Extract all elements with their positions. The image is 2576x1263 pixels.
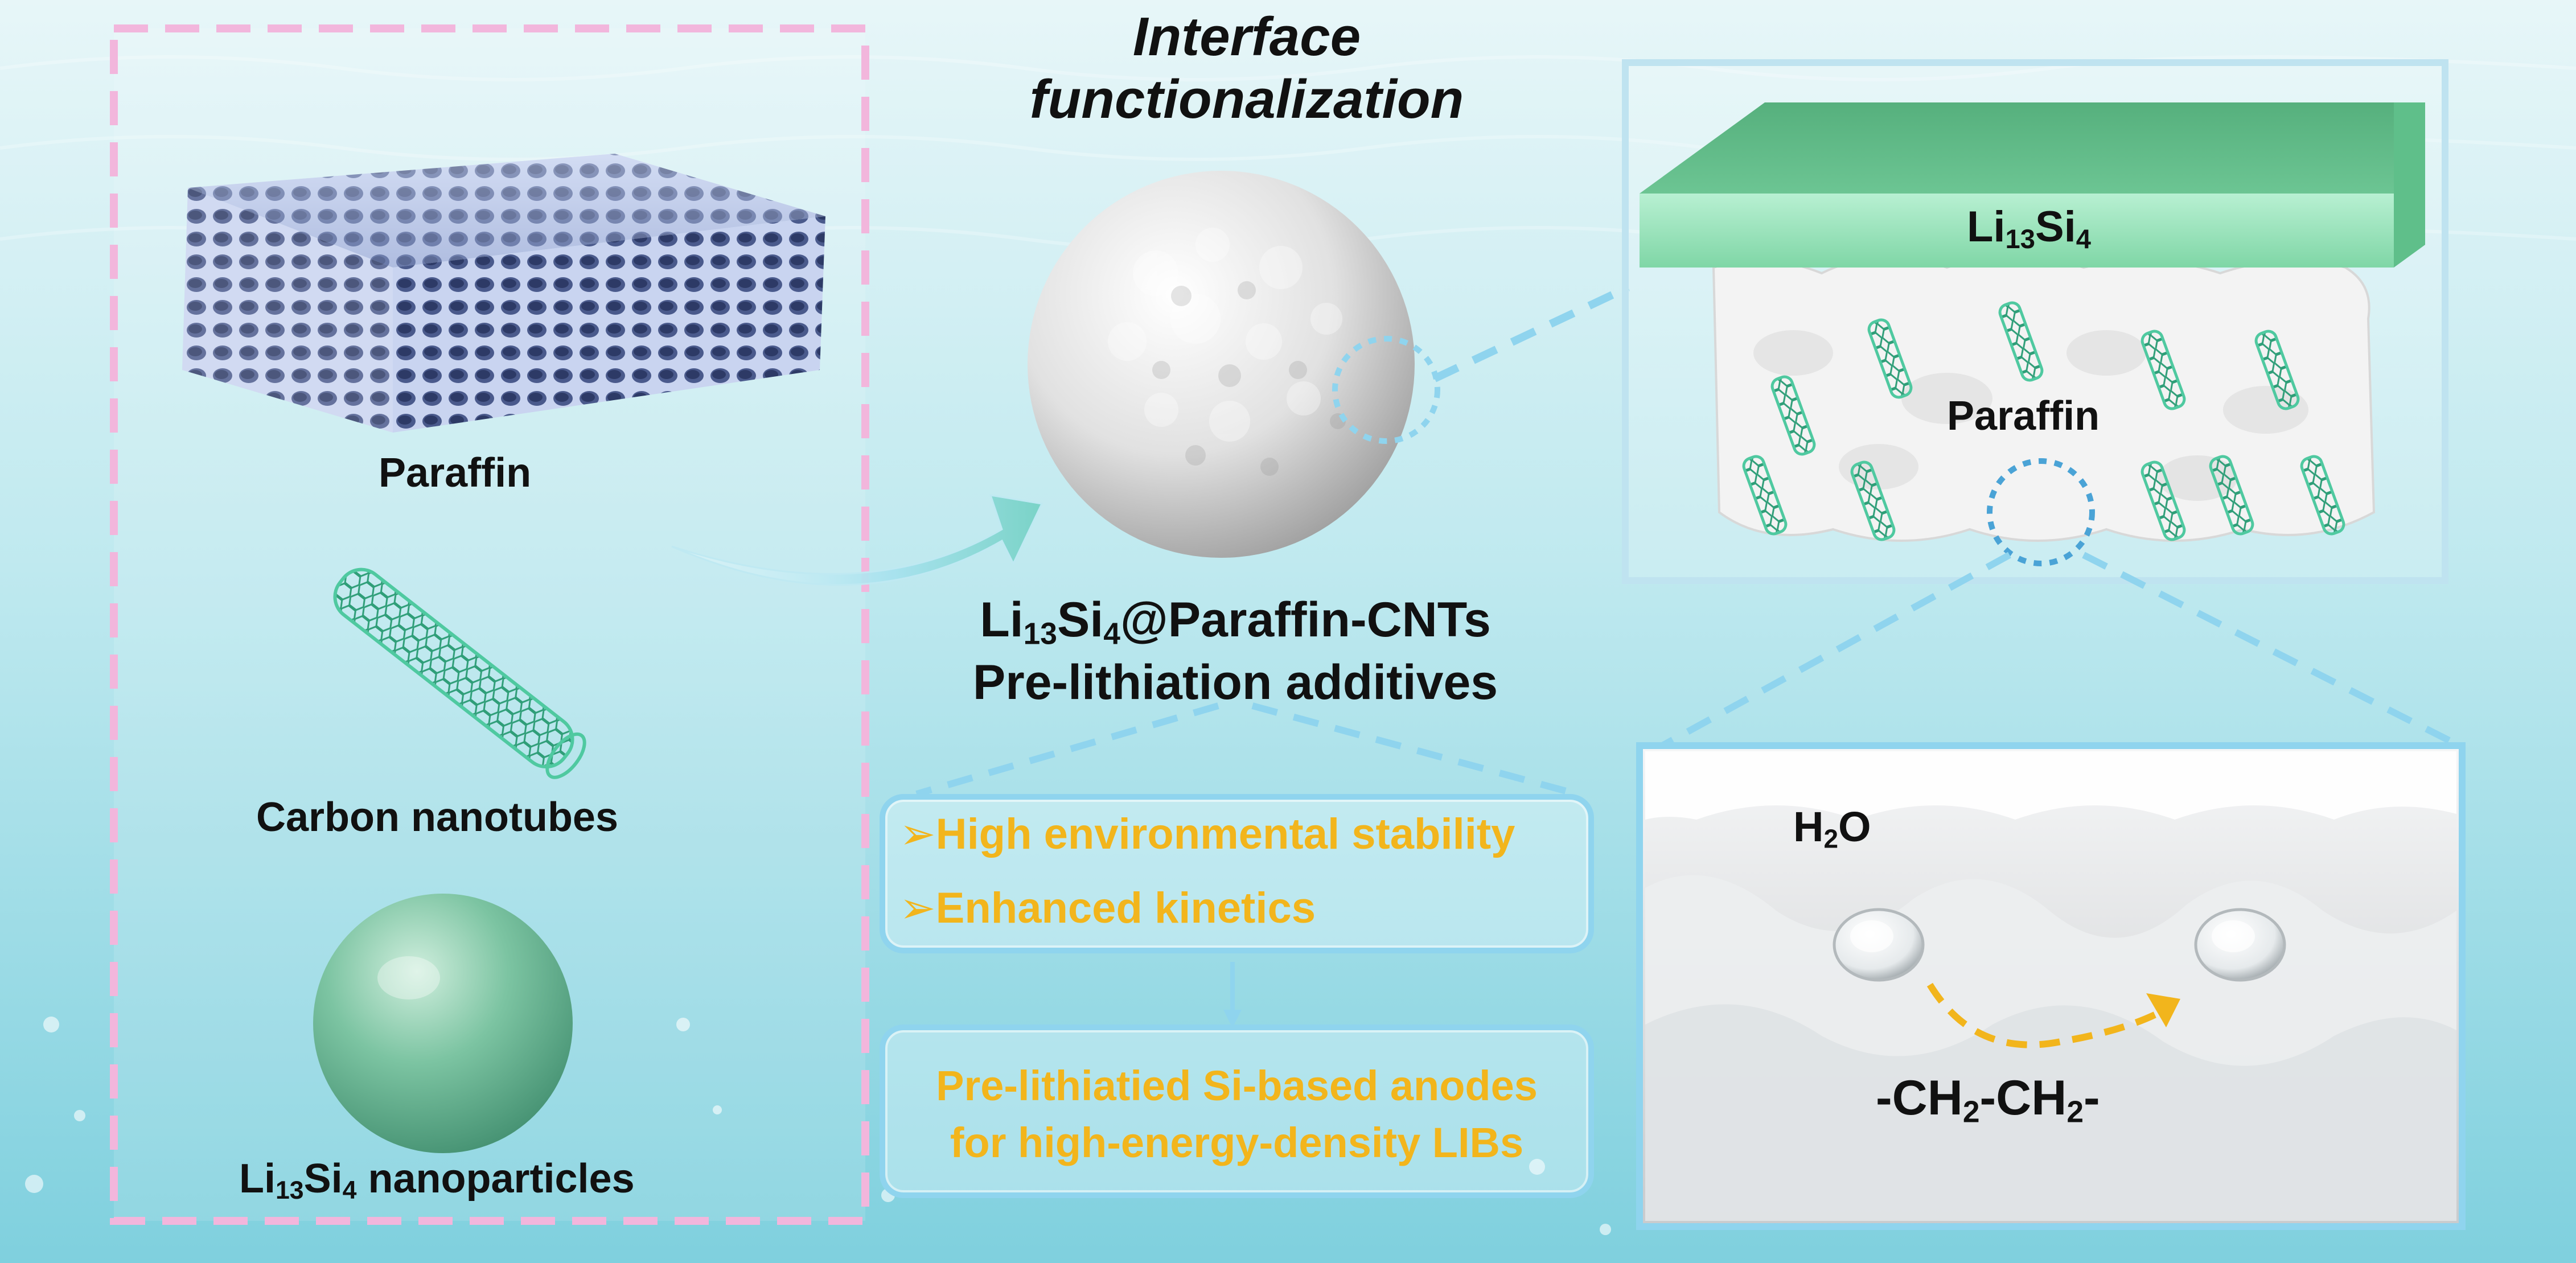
formula-subscript: 4: [342, 1176, 357, 1205]
formula-part: -CH: [1876, 1071, 1963, 1125]
formula-subscript: 2: [2066, 1095, 2084, 1129]
formula-part: Si: [2035, 203, 2076, 251]
formula-part: @Paraffin-CNTs: [1120, 593, 1491, 647]
formula-subscript: 4: [2076, 223, 2091, 254]
formula-subscript: 2: [1823, 824, 1838, 854]
formula-part: Li: [1967, 203, 2006, 251]
water-blocked-arrow: [1926, 982, 2171, 1048]
page-title: Interface functionalization: [1002, 6, 1492, 131]
paraffin-foam-block: [182, 154, 825, 433]
formula-part: Li: [239, 1156, 276, 1202]
water-label: H2O: [1793, 803, 1871, 851]
result-line2: for high-energy-density LIBs: [950, 1119, 1524, 1166]
li13si4-sphere: [313, 894, 573, 1153]
formula-subscript: 13: [2005, 223, 2035, 254]
formula-subscript: 4: [1103, 617, 1120, 651]
formula-subscript: 13: [275, 1176, 304, 1205]
paraffin-label: Paraffin: [379, 450, 532, 496]
formula-subscript: 13: [1023, 617, 1057, 651]
formula-part: O: [1838, 803, 1871, 850]
embedded-nanotubes: [1742, 301, 2345, 541]
title-line2: functionalization: [1029, 69, 1464, 130]
formula-part: H: [1793, 803, 1824, 850]
formula-subscript: 2: [1962, 1095, 1980, 1129]
title-line1: Interface: [1132, 6, 1361, 67]
composite-label: Li13Si4@Paraffin-CNTs: [899, 592, 1571, 651]
formula-part: -CH: [1979, 1071, 2067, 1125]
paraffin-layer-label: Paraffin: [1947, 393, 2100, 439]
result-line1: Pre-lithiatied Si-based anodes: [936, 1062, 1538, 1109]
carbon-nanotubes-label: Carbon nanotubes: [256, 795, 619, 840]
formula-part: Li: [980, 593, 1024, 647]
result-box: [880, 1025, 1594, 1198]
li13si4-nanoparticles-label: Li13Si4 nanoparticles: [239, 1155, 635, 1205]
process-arrow: [671, 494, 1043, 586]
formula-part: Si: [303, 1156, 343, 1202]
carbon-nanotube-drawing: [333, 567, 586, 779]
composite-sphere: [1028, 171, 1415, 558]
benefit-stability: ➢High environmental stability: [899, 810, 1515, 858]
formula-part: nanoparticles: [356, 1156, 635, 1202]
li13si4-slab: [1640, 102, 2425, 268]
chain-label: -CH2-CH2-: [1876, 1070, 2100, 1129]
additive-label: Pre-lithiation additives: [972, 655, 1498, 710]
slab-label: Li13Si4: [1967, 202, 2091, 252]
formula-part: -: [2084, 1071, 2100, 1125]
benefits-box: [880, 794, 1594, 953]
benefit-kinetics: ➢Enhanced kinetics: [899, 884, 1316, 932]
formula-part: Si: [1057, 593, 1104, 647]
